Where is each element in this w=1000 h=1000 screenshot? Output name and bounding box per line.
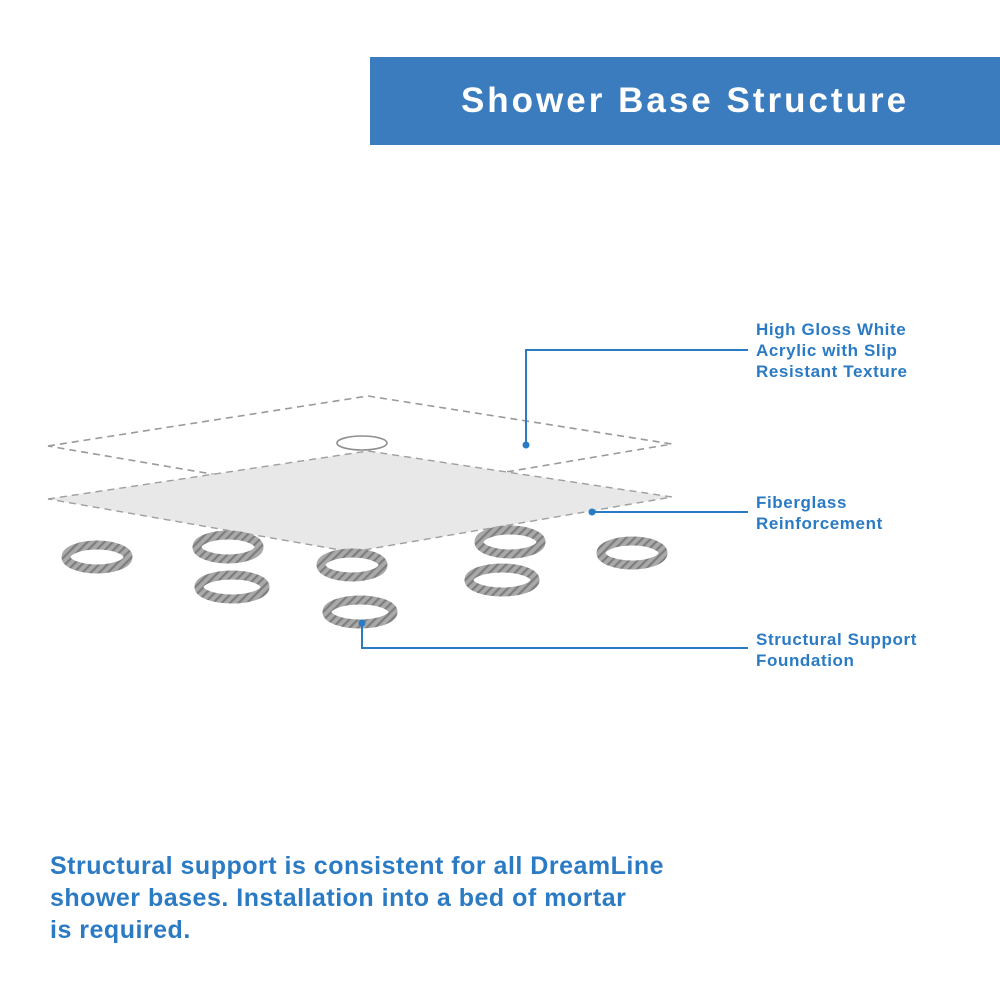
callout-dot-support xyxy=(358,619,366,627)
callout-dots xyxy=(358,441,596,627)
callout-label-support: Structural Support Foundation xyxy=(756,630,917,670)
support-rings xyxy=(61,525,668,629)
support-ring xyxy=(474,525,546,559)
callout-label-fiberglass: Fiberglass Reinforcement xyxy=(756,493,883,533)
support-ring xyxy=(61,540,133,574)
drain-hole xyxy=(336,435,388,451)
fiberglass-layer xyxy=(47,450,673,553)
callout-dot-acrylic xyxy=(522,441,530,449)
callout-lines xyxy=(361,349,748,649)
callout-label-acrylic: High Gloss White Acrylic with Slip Resis… xyxy=(756,320,908,381)
footer-note: Structural support is consistent for all… xyxy=(50,852,665,944)
title-banner: Shower Base Structure xyxy=(370,57,1000,145)
callout-dot-fiberglass xyxy=(588,508,596,516)
page-title: Shower Base Structure xyxy=(460,81,910,120)
support-ring xyxy=(464,563,540,597)
support-ring xyxy=(596,536,668,570)
support-ring xyxy=(192,530,264,564)
callout-line-support xyxy=(361,626,748,649)
callout-line-acrylic xyxy=(525,349,748,442)
support-ring xyxy=(316,548,388,582)
support-ring xyxy=(194,570,270,604)
